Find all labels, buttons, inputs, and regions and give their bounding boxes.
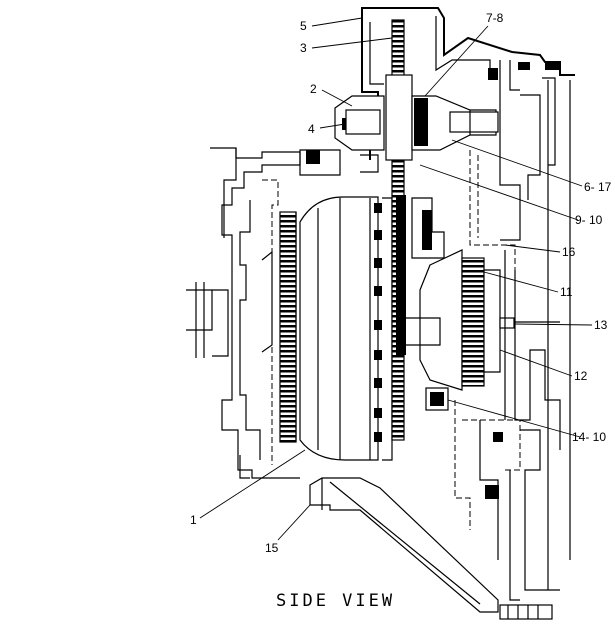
callout-labels: 5 3 7-8 2 4 6- 17 9- 10 16 11 13 12 14- … <box>190 11 612 611</box>
flywheel-drum <box>279 196 393 461</box>
callout-13: 13 <box>594 318 608 332</box>
callout-2: 2 <box>310 82 317 96</box>
idler-hub <box>299 95 499 176</box>
callout-16: 16 <box>562 245 576 259</box>
leader-lines <box>199 17 593 541</box>
callout-1: 1 <box>190 513 197 527</box>
main-gear <box>385 19 413 441</box>
lower-hub <box>404 197 560 411</box>
callout-3: 3 <box>300 41 307 55</box>
callout-11: 11 <box>560 285 573 299</box>
callout-4: 4 <box>308 122 315 136</box>
callout-15: 15 <box>265 541 279 555</box>
callout-9-10: 9- 10 <box>575 213 603 227</box>
callout-7-8: 7-8 <box>486 11 504 25</box>
flywheel-housing <box>186 147 301 479</box>
base-bracket <box>309 477 499 613</box>
callout-12: 12 <box>574 369 588 383</box>
callout-14-10: 14- 10 <box>572 430 606 444</box>
callout-6-17: 6- 17 <box>584 180 612 194</box>
drum-bolts <box>374 203 382 442</box>
right-housing <box>454 60 571 620</box>
callout-5: 5 <box>300 19 307 33</box>
view-title: SIDE VIEW <box>276 591 395 611</box>
